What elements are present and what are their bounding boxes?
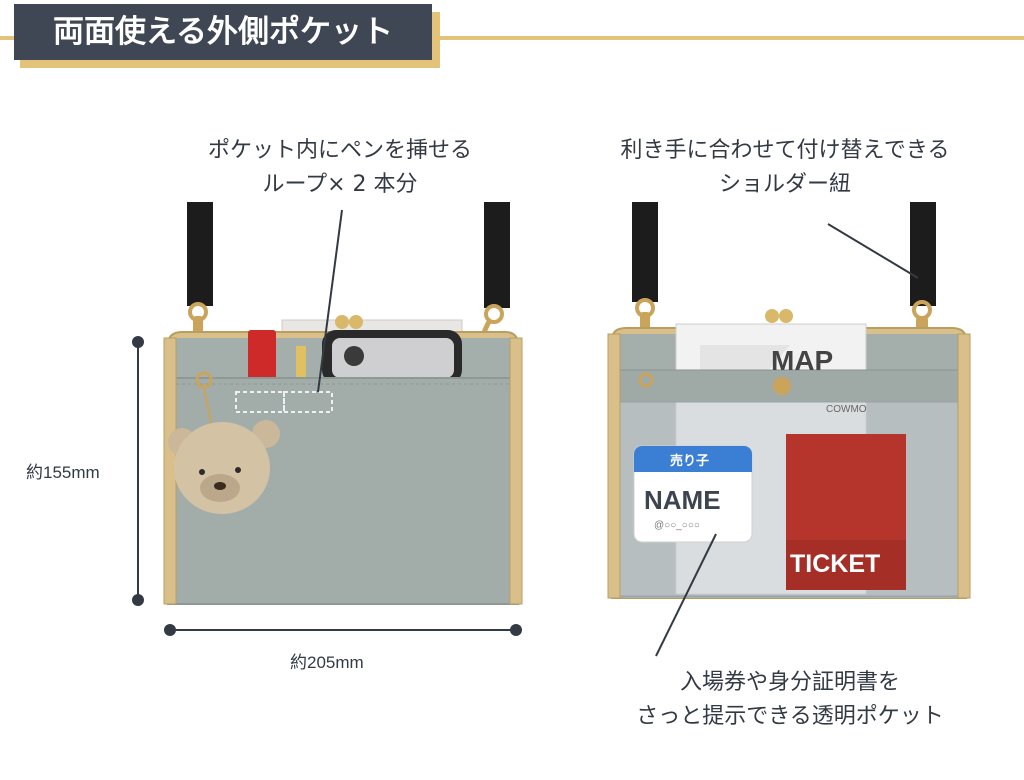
right-bag [607, 202, 971, 599]
left-bag [163, 202, 523, 605]
width-label: 約205mm [290, 653, 364, 672]
left-strap-left [187, 202, 213, 306]
ticket-label: TICKET [790, 550, 880, 578]
badge-sub: @○○_○○○ [654, 520, 700, 531]
pen-loop-caption-line1: ポケット内にペンを挿せる [207, 138, 472, 163]
bear-charm [168, 371, 280, 514]
pen-loop-pointer [317, 209, 343, 393]
clear-pocket-caption: 入場券や身分証明書を さっと提示できる透明ポケット [590, 666, 990, 734]
clear-pocket-pointer [655, 533, 717, 657]
brand-tag: COWMO [826, 404, 867, 415]
strap-caption-line2: ショルダー紐 [718, 172, 851, 197]
strap-caption-line1: 利き手に合わせて付け替えできる [620, 138, 950, 163]
height-label: 約155mm [26, 463, 100, 482]
badge-name: NAME [644, 485, 721, 515]
header-rule [0, 36, 1024, 40]
right-strap-right [910, 202, 936, 306]
strap-caption: 利き手に合わせて付け替えできる ショルダー紐 [570, 134, 1000, 202]
page-title: 両面使える外側ポケット [14, 4, 432, 60]
left-strap-right [484, 202, 510, 308]
clear-pocket-caption-line2: さっと提示できる透明ポケット [636, 704, 944, 729]
badge-header: 売り子 [670, 453, 709, 469]
strap-pointer [827, 223, 919, 279]
map-label: MAP [771, 345, 833, 376]
clear-pocket-caption-line1: 入場券や身分証明書を [679, 670, 900, 695]
pen-loop-caption: ポケット内にペンを挿せる ループ× 2 本分 [170, 134, 510, 202]
height-dimension [132, 336, 144, 606]
pen-loop-caption-line2: ループ× 2 本分 [262, 172, 418, 197]
width-dimension [164, 624, 522, 636]
right-strap-left [632, 202, 658, 302]
